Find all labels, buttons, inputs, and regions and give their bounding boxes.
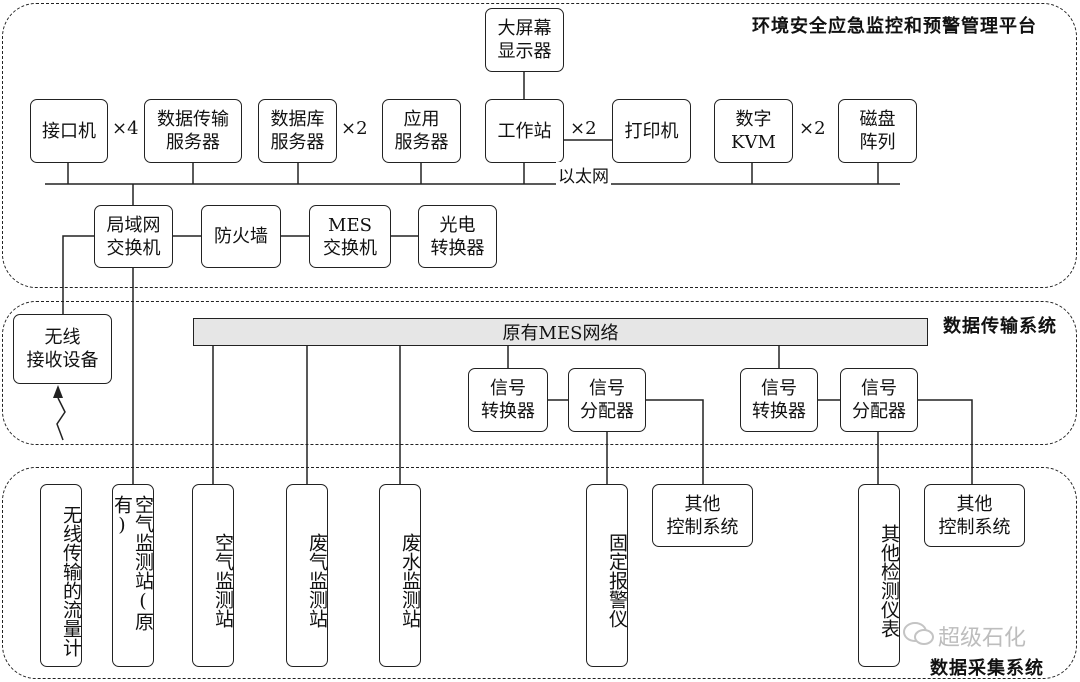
- interface-machine-label: 接口机: [42, 120, 96, 142]
- exhaust-gas-station: 废气监测站: [286, 484, 328, 667]
- fixed-alarm: 固定报警仪: [586, 484, 628, 667]
- application-server: 应用 服务器: [382, 99, 461, 163]
- collection-region-label: 数据采集系统: [930, 658, 1044, 679]
- data-transfer-server: 数据传输 服务器: [144, 99, 242, 163]
- signal-distributor-1-line2: 分配器: [580, 401, 634, 422]
- digital-kvm-line2: KVM: [731, 132, 776, 153]
- data-transfer-server-line2: 服务器: [166, 132, 220, 153]
- database-server-line2: 服务器: [270, 132, 325, 153]
- signal-converter-1: 信号 转换器: [468, 368, 548, 432]
- other-instruments-label: 其他检测仪表: [878, 523, 900, 638]
- other-control-system-2: 其他 控制系统: [924, 484, 1025, 547]
- application-server-line1: 应用: [403, 109, 440, 130]
- firewall-label: 防火墙: [214, 226, 268, 247]
- ethernet-label: 以太网: [556, 162, 611, 187]
- air-monitoring-station-label: 空气监测站: [212, 533, 234, 628]
- signal-converter-2-line2: 转换器: [752, 401, 806, 422]
- signal-converter-1-line2: 转换器: [481, 401, 535, 422]
- digital-kvm: 数字 KVM: [714, 99, 793, 163]
- wireless-flowmeter: 无线传输的流量计: [40, 484, 82, 667]
- workstation-multiplier: ×2: [570, 118, 597, 139]
- disk-array-line2: 阵列: [859, 132, 896, 153]
- digital-kvm-line1: 数字: [735, 109, 772, 130]
- wireless-flowmeter-label: 无线传输的流量计: [60, 504, 82, 657]
- other-control-system-1-line2: 控制系统: [666, 516, 739, 538]
- application-server-line2: 服务器: [394, 132, 449, 153]
- transmission-region-label: 数据传输系统: [943, 316, 1057, 337]
- platform-region: [2, 3, 1077, 288]
- opto-converter: 光电 转换器: [418, 205, 497, 268]
- data-transfer-server-line1: 数据传输: [157, 109, 229, 130]
- mes-network-bar: 原有MES网络: [193, 318, 928, 346]
- opto-converter-line2: 转换器: [430, 237, 485, 259]
- large-screen-display: 大屏幕 显示器: [485, 8, 564, 72]
- air-monitoring-station: 空气监测站: [192, 484, 234, 667]
- mes-switch: MES 交换机: [309, 205, 391, 268]
- wireless-receiver-line1: 无线: [44, 327, 81, 348]
- printer-label: 打印机: [624, 120, 679, 142]
- other-control-system-2-line1: 其他: [956, 493, 993, 515]
- interface-machine: 接口机: [30, 99, 108, 163]
- signal-distributor-1: 信号 分配器: [568, 368, 646, 432]
- workstation-label: 工作站: [497, 120, 552, 142]
- large-screen-display-line1: 大屏幕: [497, 18, 552, 39]
- mes-switch-line2: 交换机: [323, 237, 377, 259]
- printer: 打印机: [612, 99, 691, 163]
- wastewater-station-label: 废水监测站: [399, 533, 421, 628]
- signal-converter-2-line1: 信号: [761, 378, 797, 399]
- wireless-receiver-line2: 接收设备: [26, 350, 99, 371]
- kvm-multiplier: ×2: [799, 118, 826, 139]
- signal-distributor-1-line1: 信号: [589, 378, 625, 399]
- fixed-alarm-label: 固定报警仪: [606, 533, 628, 628]
- signal-converter-2: 信号 转换器: [740, 368, 818, 432]
- mes-switch-line1: MES: [328, 214, 372, 236]
- signal-converter-1-line1: 信号: [490, 378, 526, 399]
- interface-multiplier: ×4: [112, 118, 139, 139]
- lan-switch: 局域网 交换机: [94, 205, 173, 268]
- air-station-original-label: 空气监测站(原有): [111, 495, 154, 631]
- air-station-original: 空气监测站(原有): [111, 484, 154, 667]
- exhaust-gas-station-label: 废气监测站: [306, 533, 328, 628]
- database-server-line1: 数据库: [270, 109, 325, 130]
- signal-distributor-2-line1: 信号: [861, 378, 897, 399]
- other-control-system-1: 其他 控制系统: [652, 484, 753, 547]
- collection-region: [2, 467, 1077, 679]
- large-screen-display-line2: 显示器: [497, 41, 552, 62]
- lan-switch-line1: 局域网: [106, 214, 161, 236]
- other-control-system-2-line2: 控制系统: [938, 516, 1011, 538]
- disk-array: 磁盘 阵列: [838, 99, 917, 163]
- other-instruments: 其他检测仪表: [858, 484, 900, 667]
- watermark-text: 超级石化: [938, 626, 1027, 651]
- other-control-system-1-line1: 其他: [684, 493, 721, 515]
- wireless-receiver: 无线 接收设备: [13, 314, 112, 384]
- firewall: 防火墙: [201, 205, 281, 268]
- signal-distributor-2-line2: 分配器: [852, 401, 906, 422]
- lan-switch-line2: 交换机: [106, 237, 161, 259]
- database-server: 数据库 服务器: [258, 99, 337, 163]
- signal-distributor-2: 信号 分配器: [840, 368, 918, 432]
- workstation: 工作站: [485, 99, 564, 163]
- opto-converter-line1: 光电: [439, 214, 476, 236]
- wechat-icon: [903, 622, 934, 645]
- mes-network-label: 原有MES网络: [502, 323, 619, 344]
- wastewater-station: 废水监测站: [379, 484, 421, 667]
- transmission-region: [2, 301, 1077, 445]
- database-multiplier: ×2: [341, 118, 368, 139]
- disk-array-line1: 磁盘: [859, 109, 896, 130]
- platform-region-label: 环境安全应急监控和预警管理平台: [752, 16, 1037, 37]
